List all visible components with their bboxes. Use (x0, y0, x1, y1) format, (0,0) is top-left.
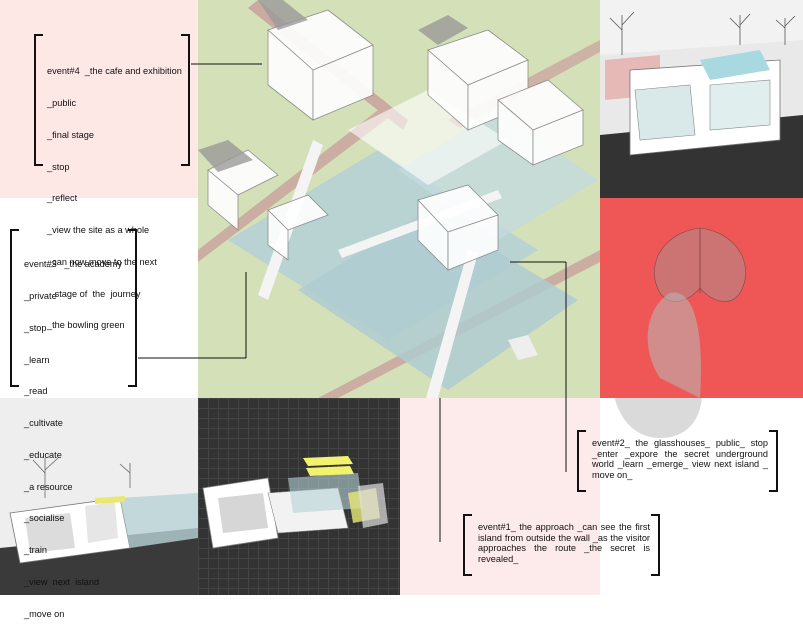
event3-line: _view next island (24, 577, 100, 587)
site-plan-isometric (198, 0, 600, 398)
event3-line: _move on (24, 608, 65, 619)
top-left-pink-panel (0, 0, 198, 198)
event4-line: _view the site as a whole (47, 225, 150, 236)
leaf-icon (647, 227, 747, 398)
bottom-dark-grid-panel (198, 398, 400, 595)
leaf-shadow (614, 398, 702, 438)
event3-line: _read (24, 386, 48, 397)
event3-line: _learn (24, 354, 50, 365)
event4-title: event#4 _the cafe and exhibition (47, 66, 182, 77)
exploded-axonometric (202, 456, 388, 549)
event3-line: _private (24, 290, 57, 301)
tree-icon (32, 457, 131, 498)
event4-bracket-left (34, 34, 43, 166)
event4-line: _can now move to the next (47, 256, 157, 267)
red-leaf-panel (600, 198, 803, 398)
event2-bracket-left (577, 430, 586, 492)
event3-annotation: event#3 _the academy _private _stop _lea… (24, 238, 122, 630)
event4-line: stage of the journey (47, 288, 141, 299)
tree-icon (609, 11, 796, 55)
bottom-left-render (0, 398, 198, 595)
event3-line: _stop (24, 322, 47, 333)
academy-section-render (0, 457, 198, 595)
event3-bracket-left (10, 229, 19, 387)
mid-left-white-panel (0, 198, 198, 398)
event3-line: _cultivate (24, 418, 63, 429)
event4-line: _public (47, 97, 77, 108)
event2-annotation: event#2_ the glasshouses_ public_ stop _… (592, 438, 768, 480)
event4-line: _reflect (47, 193, 78, 204)
event1-bracket-left (463, 514, 472, 576)
event4-bracket-right (181, 34, 190, 166)
event1-annotation: event#1_ the approach _can see the first… (478, 522, 650, 564)
event3-line: _a resource (24, 481, 73, 492)
event3-line: _socialise (24, 513, 65, 524)
event4-line: _final stage (47, 129, 94, 140)
event3-line: _educate (24, 449, 62, 460)
event4-line: _stop (47, 161, 70, 172)
event1-bracket-right (651, 514, 660, 576)
event4-line: _the bowling green (47, 320, 125, 331)
bottom-right-white-panel (600, 398, 803, 595)
top-right-render (600, 0, 803, 198)
event3-title: event#3 _the academy (24, 259, 123, 270)
bottom-pink-panel (400, 398, 600, 595)
event3-bracket-right (128, 229, 137, 387)
event4-annotation: event#4 _the cafe and exhibition _public… (47, 45, 182, 342)
event2-bracket-right (769, 430, 778, 492)
site-plan-drawing (198, 0, 600, 398)
glasshouse-render (600, 11, 803, 198)
event3-line: _train (24, 545, 47, 556)
